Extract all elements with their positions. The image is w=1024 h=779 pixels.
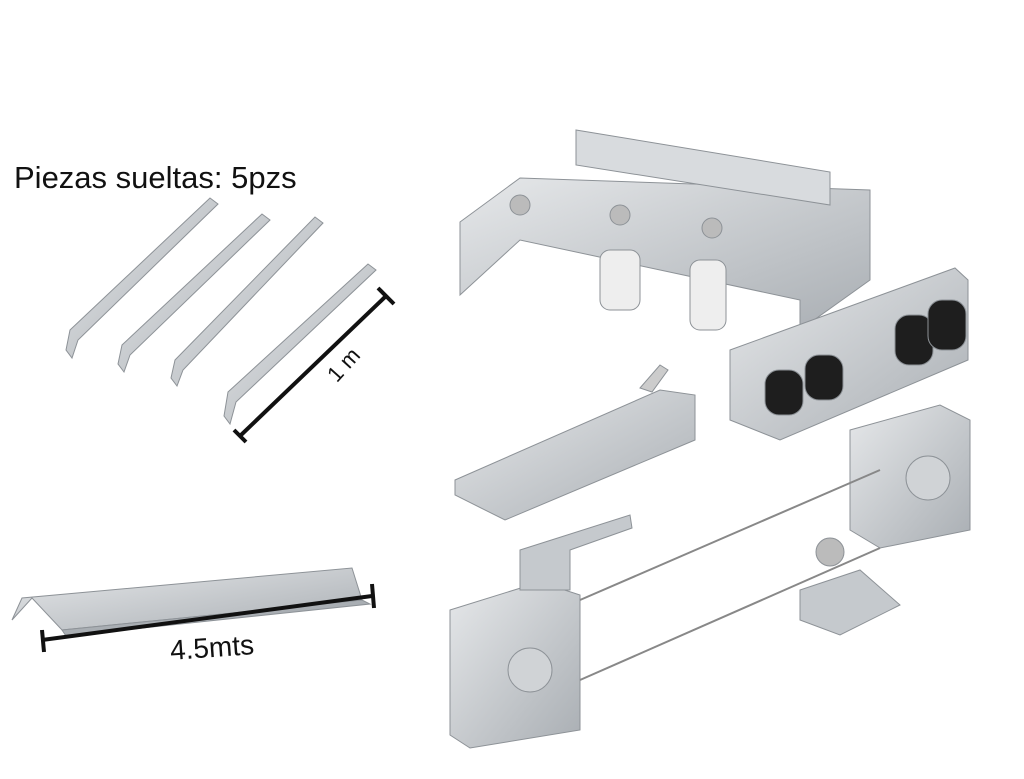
short-rail-2 (117, 213, 271, 374)
heading: Piezas sueltas: 5pzs (14, 160, 297, 195)
long-rail-length-label: 4.5mts (168, 629, 255, 666)
top-carriage (459, 129, 871, 331)
measure-line-1m (232, 286, 396, 444)
roller-carriage (729, 267, 969, 441)
short-rail-3 (170, 216, 324, 388)
guide-bracket (454, 364, 696, 521)
cable-mechanism (449, 404, 971, 749)
short-rail-1 (65, 197, 219, 360)
short-rail-4 (223, 263, 377, 426)
short-rails (65, 197, 377, 426)
measure-line-4.5m (40, 583, 376, 653)
